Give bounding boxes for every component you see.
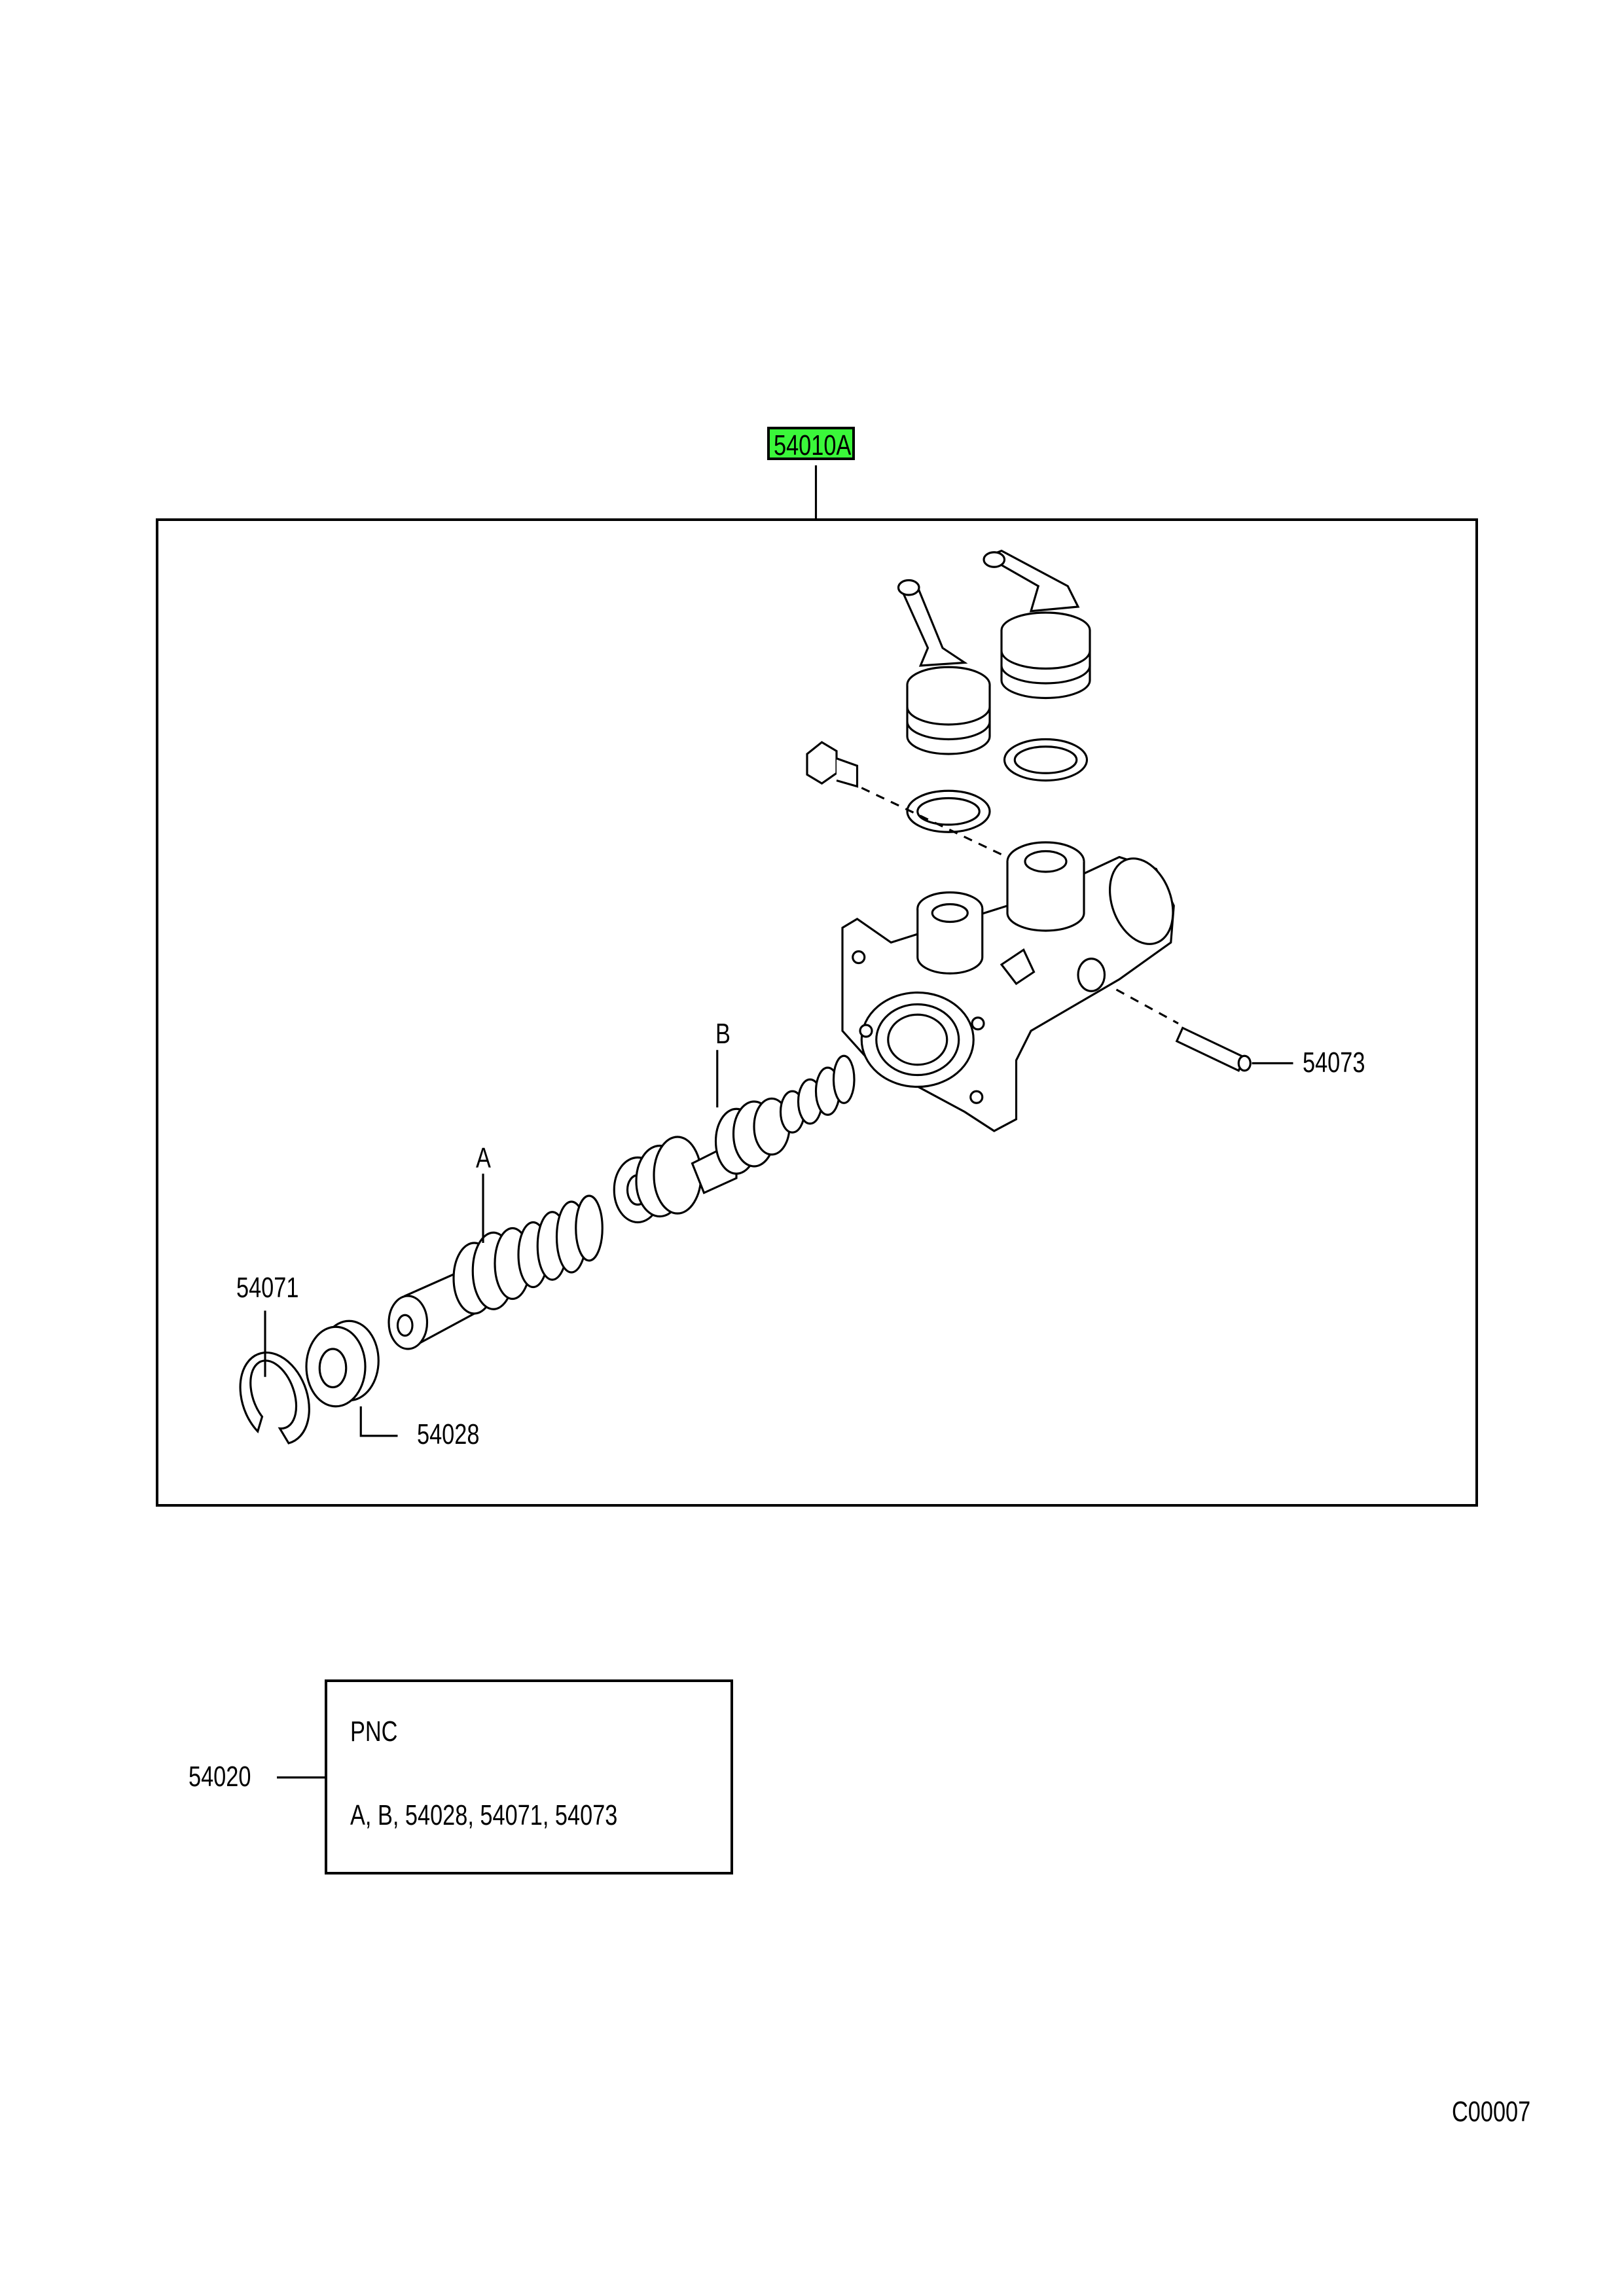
drawing-code: C00007 [1452,2096,1531,2128]
o-ring [906,738,1089,833]
callout-54071[interactable]: 54071 [236,1272,299,1304]
assembly-label-54010A[interactable]: 54010A [767,427,855,460]
assembly-axis-line [861,787,1017,863]
master-cylinder-body [841,841,1175,1132]
reservoir-hose-right [983,549,1091,700]
kit-contents-box [325,1679,733,1874]
piston-b [613,1054,856,1224]
callout-54073[interactable]: 54073 [1303,1047,1365,1079]
reservoir-hose-left [897,579,991,755]
kit-header: PNC [350,1715,398,1748]
leader-54028 [359,1406,398,1437]
kit-number-54020[interactable]: 54020 [189,1761,251,1793]
callout-a[interactable]: A [476,1142,491,1174]
piston-a [388,1194,604,1350]
cup-54028 [305,1319,380,1408]
callout-b[interactable]: B [715,1018,731,1050]
union-bolt [806,741,859,788]
pin-54073 [1175,1026,1252,1072]
assembly-frame [156,518,1478,1507]
kit-contents: A, B, 54028, 54071, 54073 [350,1799,618,1831]
snap-ring-54071 [239,1352,310,1444]
callout-54028[interactable]: 54028 [417,1418,480,1450]
